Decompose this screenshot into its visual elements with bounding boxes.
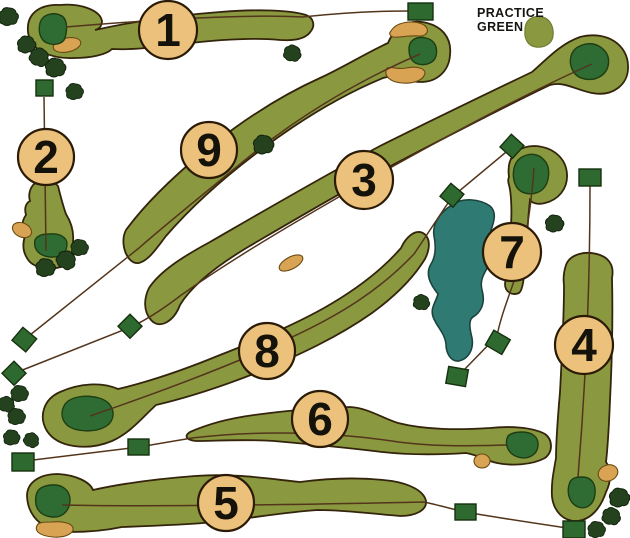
hole-9-tee-box: [10, 326, 38, 353]
hole-7-teeline: [461, 167, 535, 373]
water-hazard: [427, 199, 496, 362]
tree-icon: [20, 429, 43, 451]
hole-6-tee-box: [11, 452, 35, 472]
hole-5-tee-box: [454, 503, 477, 521]
hole-2-tee-box: [35, 79, 54, 97]
hole-5-bunker: [35, 521, 74, 538]
hole-9-bunker-bottom: [385, 66, 426, 84]
hole-9-fairway: [122, 20, 452, 264]
tree-icon: [65, 83, 84, 101]
hole-5-tee-box: [562, 520, 586, 538]
hole-8-tee-box: [438, 182, 465, 209]
hole-3-tee-box: [116, 313, 144, 340]
hole-3-teeline: [19, 63, 593, 372]
hole-9-green: [408, 36, 438, 66]
hole-5-green: [34, 484, 71, 518]
tree-icon: [10, 385, 29, 402]
hole-number: 9: [196, 124, 222, 176]
practice-green: [524, 15, 554, 48]
hole-6-bunker: [473, 453, 491, 469]
tree-icon: [411, 292, 432, 313]
practice-green-label-line2: GREEN: [477, 20, 523, 34]
hole-marker-7: 7: [481, 221, 543, 283]
hole-9-teeline: [24, 53, 421, 340]
tree-icon: [608, 487, 630, 508]
hole-2-green: [33, 233, 68, 258]
hole-5-teeline: [61, 501, 568, 529]
hole-7-green: [512, 153, 550, 195]
hole-number: 4: [571, 319, 597, 371]
practice-green-label-line1: PRACTICE: [477, 6, 544, 20]
hole-6-tee-box: [127, 438, 150, 456]
hole-4-bunker: [597, 464, 619, 482]
hole-6-fairway: [185, 406, 552, 466]
hole-8-fairway: [42, 231, 430, 448]
tree-icon: [3, 429, 21, 446]
hole-8-green: [61, 395, 114, 432]
hole-7-tee-box: [484, 329, 512, 356]
hole-marker-8: 8: [237, 321, 297, 381]
tree-icon: [544, 214, 565, 233]
tree-icon: [7, 408, 26, 425]
tree-icon: [252, 134, 275, 155]
hole-marker-5: 5: [196, 473, 256, 533]
tree-icon: [281, 42, 304, 65]
tree-icon: [70, 239, 89, 257]
hole-9-bunker-top: [389, 21, 428, 38]
hole-marker-2: 2: [16, 127, 76, 187]
hole-1-tee-box: [407, 2, 434, 21]
hole-marker-4: 4: [553, 314, 615, 376]
hole-4-tee-box: [578, 168, 602, 187]
hole-number: 8: [254, 325, 280, 377]
hole-marker-1: 1: [137, 0, 199, 61]
hole-6-green: [505, 431, 539, 459]
hole-1-green: [38, 13, 68, 46]
tree-icon: [587, 521, 606, 538]
hole-3-tee-box: [0, 360, 28, 387]
hole-number: 1: [155, 4, 181, 56]
hole-8-tee-box: [498, 133, 525, 160]
hole-number: 6: [307, 393, 333, 445]
hole-3-green: [569, 42, 610, 81]
tree-icon: [599, 504, 624, 529]
hole-number: 7: [499, 226, 525, 278]
hole-3-bunker: [278, 254, 304, 272]
hole-4-green: [567, 476, 596, 509]
tree-icon: [35, 258, 56, 277]
hole-number: 2: [33, 131, 59, 183]
hole-1-teeline: [65, 10, 409, 28]
hole-2-bunker: [11, 221, 33, 239]
hole-number: 3: [351, 154, 377, 206]
tree-icon: [44, 57, 67, 78]
tree-icon: [0, 7, 19, 26]
hole-7-tee-box: [444, 365, 470, 388]
hole-6-teeline: [24, 432, 507, 462]
hole-marker-3: 3: [333, 149, 395, 211]
hole-marker-9: 9: [179, 120, 239, 180]
hole-marker-6: 6: [290, 389, 350, 449]
hole-number: 5: [213, 477, 239, 529]
